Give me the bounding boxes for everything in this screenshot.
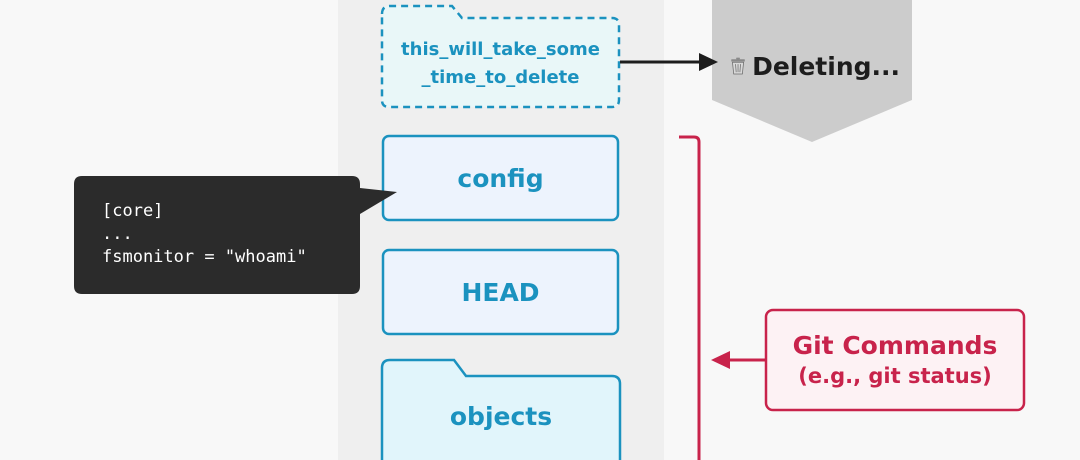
git-arrow-head xyxy=(711,351,730,369)
deleting-folder-icon xyxy=(380,4,621,109)
objects-folder-icon xyxy=(380,358,622,460)
config-label: config xyxy=(457,163,544,193)
deleting-status: Deleting... xyxy=(730,48,900,84)
git-commands-title: Git Commands xyxy=(792,331,998,360)
config-file-box xyxy=(381,134,620,222)
trash-icon xyxy=(731,57,745,75)
git-commands-subtitle: (e.g., git status) xyxy=(798,364,992,388)
git-commands-label: Git Commands (e.g., git status) xyxy=(766,310,1024,410)
terminal-line: ... xyxy=(102,224,133,244)
deleting-folder-label: this_will_take_some _time_to_delete xyxy=(382,24,619,104)
deleting-folder-line2: _time_to_delete xyxy=(421,67,580,88)
deleting-folder-line1: this_will_take_some xyxy=(401,39,600,60)
terminal-line: [core] xyxy=(102,201,164,221)
terminal-line: fsmonitor = "whoami" xyxy=(102,247,307,267)
objects-label: objects xyxy=(449,401,553,431)
git-bracket xyxy=(679,135,701,460)
git-commands-box xyxy=(764,308,1026,412)
terminal-config-text: [core] ... fsmonitor = "whoami" xyxy=(102,200,307,269)
head-file-box xyxy=(381,248,620,336)
terminal-callout xyxy=(74,176,397,294)
deleting-status-shape xyxy=(712,0,912,142)
delete-arrow-head xyxy=(699,53,718,71)
deleting-status-label: Deleting... xyxy=(752,51,900,81)
head-label: HEAD xyxy=(461,277,540,307)
